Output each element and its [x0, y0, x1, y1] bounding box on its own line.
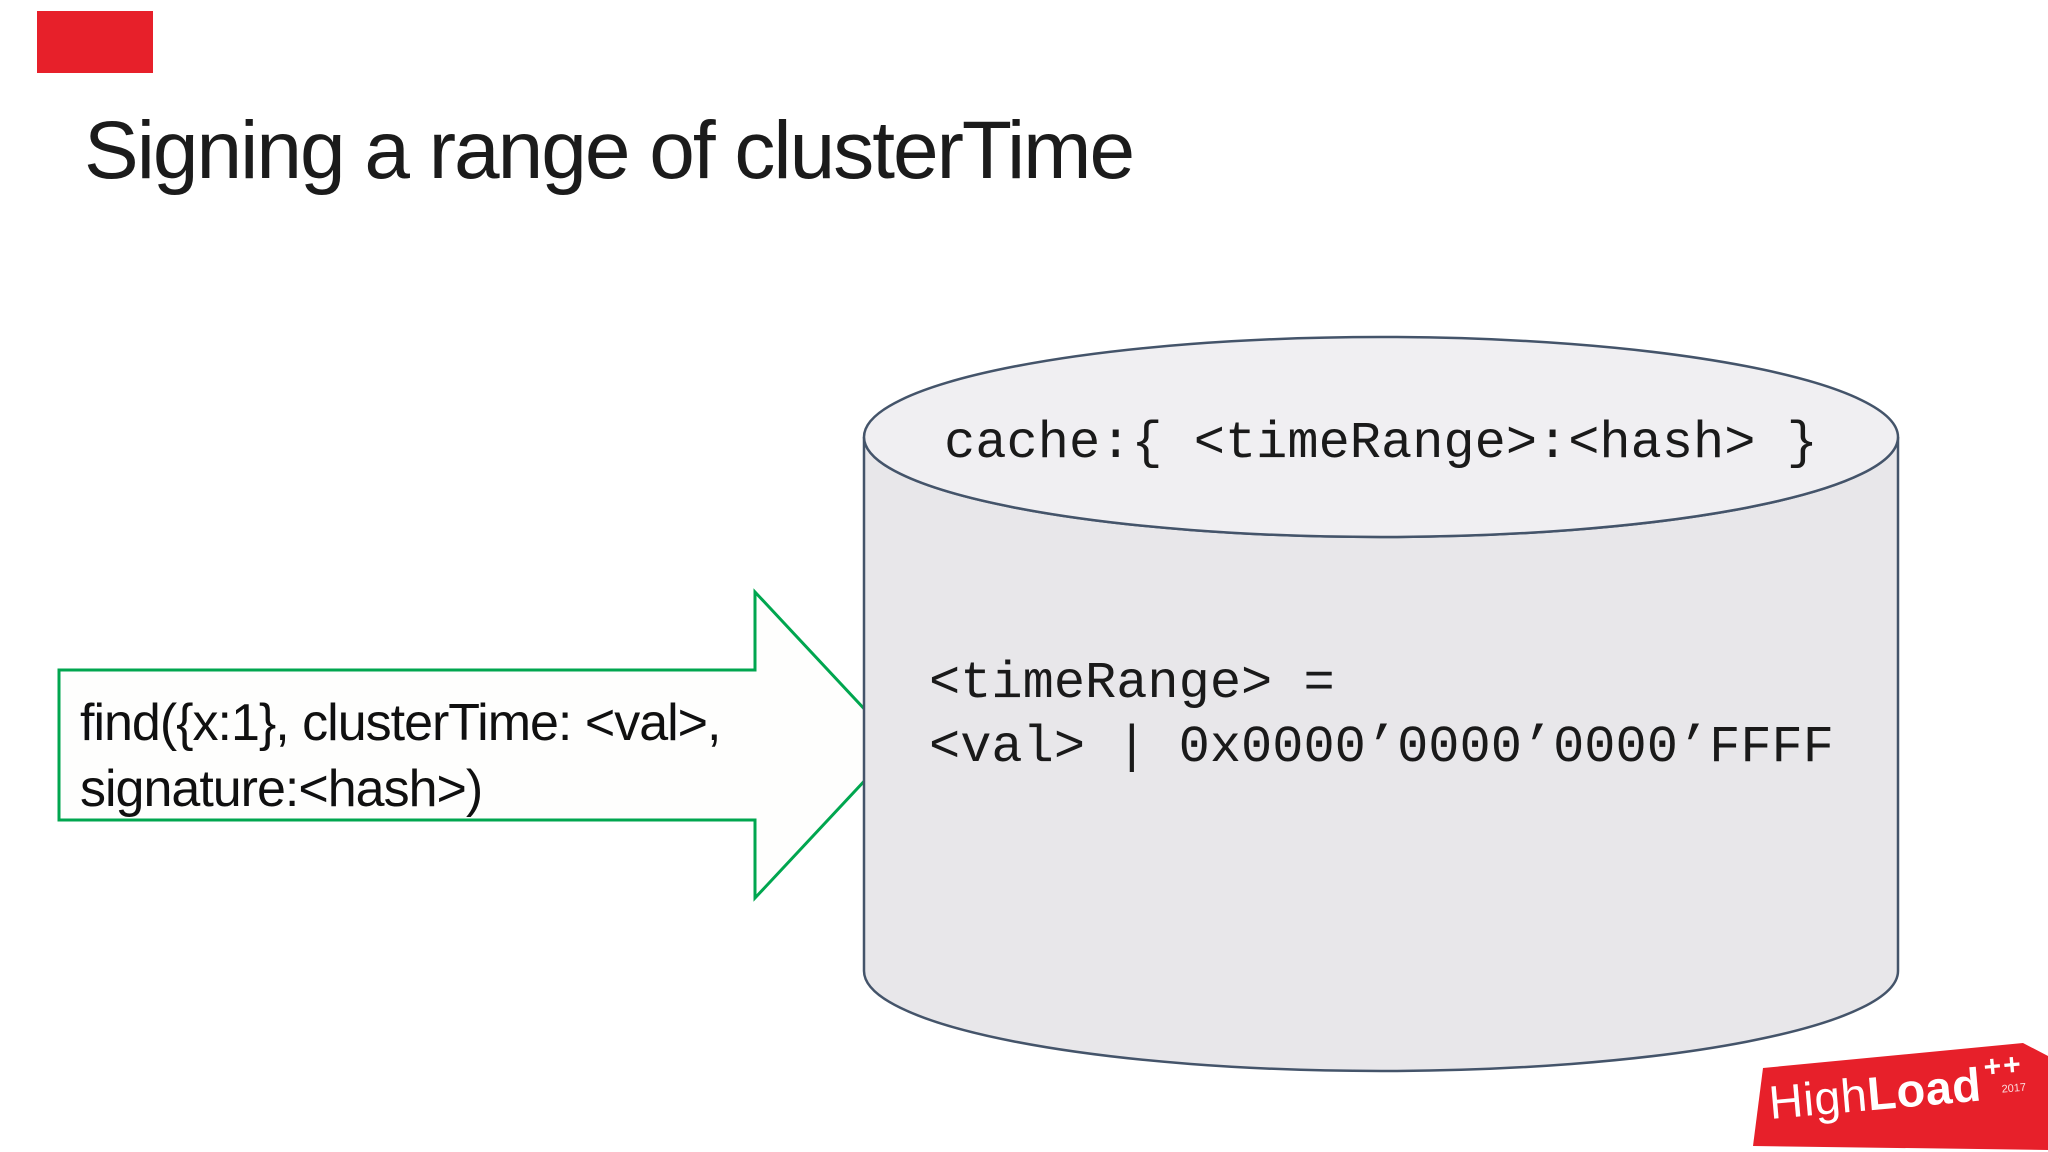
logo-brand-bold: Load	[1864, 1057, 1984, 1121]
find-request-line2: signature:<hash>)	[80, 760, 483, 818]
timerange-line2: <val> | 0x0000’0000’0000’FFFF	[929, 718, 1834, 777]
logo-superscript-block: ++2017	[1982, 1047, 2027, 1097]
cylinder-definition-text: <timeRange> = <val> | 0x0000’0000’0000’F…	[929, 652, 1834, 780]
logo-plusplus: ++	[1982, 1047, 2025, 1085]
cylinder-cache-label: cache:{ <timeRange>:<hash> }	[944, 414, 1818, 473]
slide-title: Signing a range of clusterTime	[84, 105, 1135, 196]
highload-logo-shape	[1753, 1043, 2048, 1150]
timerange-line1: <timeRange> =	[929, 654, 1335, 713]
find-request-line1: find({x:1}, clusterTime: <val>,	[80, 694, 721, 752]
corner-marker	[37, 11, 153, 73]
logo-year: 2017	[2001, 1081, 2027, 1096]
find-callout-arrow-shape	[57, 588, 901, 902]
logo-brand-light: High	[1766, 1067, 1870, 1129]
find-request-text: find({x:1}, clusterTime: <val>, signatur…	[80, 690, 721, 822]
cylinder-top-ellipse	[862, 335, 1900, 539]
